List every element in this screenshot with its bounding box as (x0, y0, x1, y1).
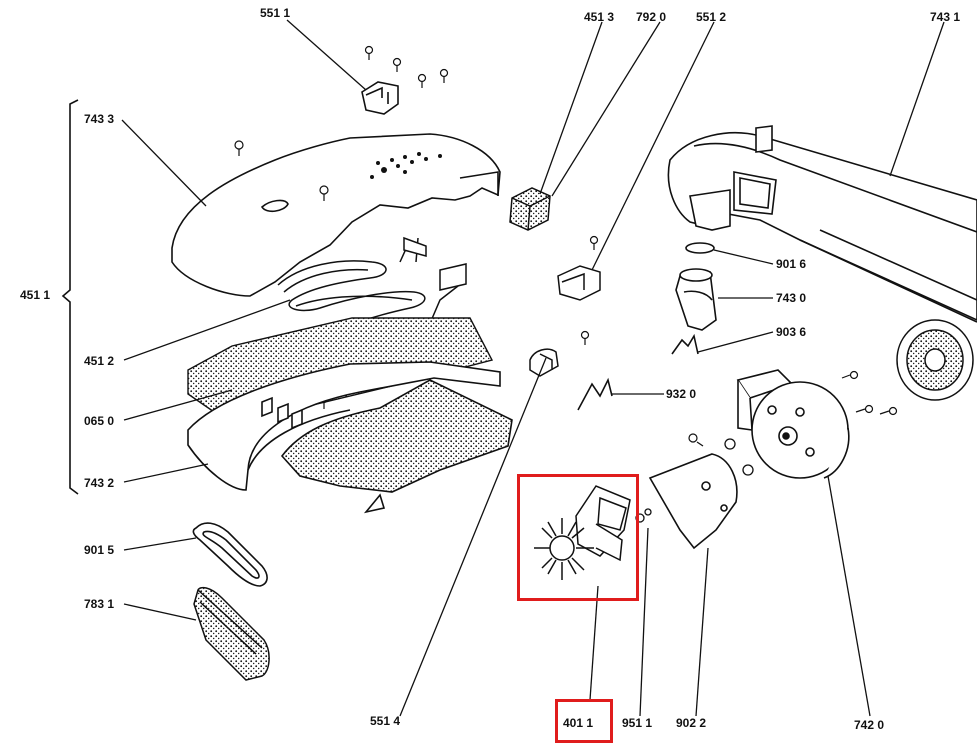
spring-clip-part (671, 333, 699, 355)
label-902-2: 902 2 (676, 716, 707, 730)
screws (234, 45, 898, 447)
label-743-3: 743 3 (84, 112, 115, 126)
label-451-3: 451 3 (584, 10, 615, 24)
label-743-1: 743 1 (930, 10, 961, 24)
label-451-1: 451 1 (20, 288, 51, 302)
label-065-0: 065 0 (84, 414, 115, 428)
gasket-part (192, 522, 268, 587)
nozzle-part (675, 268, 717, 331)
top-cover-part (171, 133, 501, 297)
label-743-0: 743 0 (776, 291, 807, 305)
label-903-6: 903 6 (776, 325, 807, 339)
top-cover-holes (370, 152, 442, 179)
label-901-5: 901 5 (84, 543, 115, 557)
motor-part (534, 485, 631, 580)
highlight-motor-part-box (517, 474, 639, 601)
oring-part (685, 242, 715, 254)
label-901-6: 901 6 (776, 257, 807, 271)
label-951-1: 951 1 (622, 716, 653, 730)
highlight-label-401-1-box (555, 699, 613, 743)
nuts (635, 438, 754, 523)
label-743-2: 743 2 (84, 476, 115, 490)
label-551-1: 551 1 (260, 6, 291, 20)
label-792-0: 792 0 (636, 10, 667, 24)
label-783-1: 783 1 (84, 597, 115, 611)
housing-part (667, 125, 977, 323)
leader-lines (121, 19, 945, 717)
label-401-1: 401 1 (563, 716, 594, 730)
fan-wheel-part (896, 319, 974, 401)
spring-932-0-part (577, 377, 613, 411)
motor-bracket-part (648, 453, 738, 550)
thermostat-551-2-part (557, 265, 601, 301)
switch-451-3-part (509, 187, 551, 231)
label-551-4: 551 4 (370, 714, 401, 728)
fan-housing-part (736, 369, 850, 479)
thermostat-part (361, 81, 399, 115)
reflector-plate-part (187, 361, 513, 514)
filter-part (193, 586, 270, 681)
label-451-2: 451 2 (84, 354, 115, 368)
label-932-0: 932 0 (666, 387, 697, 401)
group-bracket-451-1 (61, 99, 79, 495)
label-742-0: 742 0 (854, 718, 885, 732)
label-551-2: 551 2 (696, 10, 727, 24)
